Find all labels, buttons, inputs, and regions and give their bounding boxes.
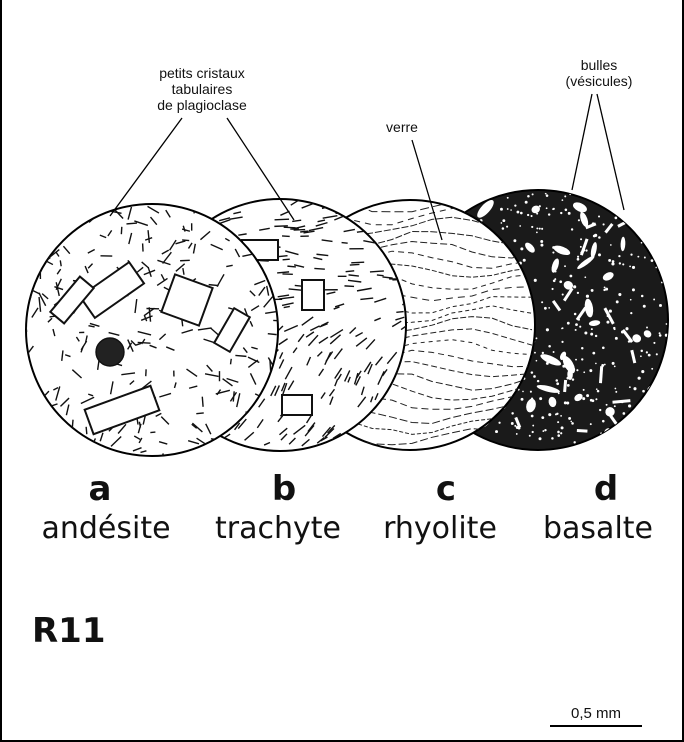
- annotation-plagioclase-line3: de plagioclase: [157, 97, 247, 113]
- annotation-bulles: bulles (vésicules): [566, 57, 633, 210]
- sample-name-andesite: andésite: [41, 511, 170, 546]
- pointer-line-bulles-1: [572, 94, 592, 190]
- sample-letter-c: c: [436, 469, 456, 509]
- sample-letter-b: b: [272, 469, 296, 509]
- sample-letter-d: d: [594, 469, 618, 509]
- annotation-verre-label: verre: [386, 119, 418, 135]
- sample-name-trachyte: trachyte: [215, 511, 341, 546]
- sample-name-rhyolite: rhyolite: [383, 511, 497, 546]
- annotation-bulles-line2: (vésicules): [566, 73, 633, 89]
- sample-letter-a: a: [89, 469, 112, 509]
- annotation-plagioclase: petits cristaux tabulaires de plagioclas…: [110, 65, 294, 220]
- sample-name-basalte: basalte: [543, 511, 653, 546]
- pointer-line-andesite: [110, 118, 182, 216]
- annotation-plagioclase-line1: petits cristaux: [159, 65, 245, 81]
- annotation-bulles-line1: bulles: [581, 57, 618, 73]
- pointer-line-bulles-2: [597, 94, 624, 210]
- figure-code: R11: [32, 611, 106, 651]
- annotation-plagioclase-line2: tabulaires: [172, 81, 233, 97]
- scale-bar-label: 0,5 mm: [571, 705, 621, 722]
